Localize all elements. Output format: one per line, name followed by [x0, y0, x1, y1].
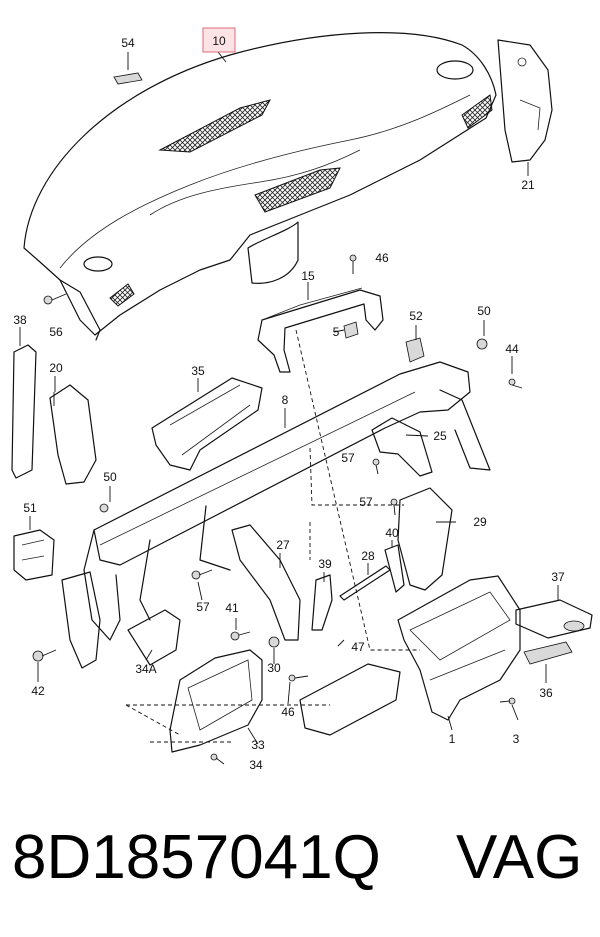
callout-34A: 34A	[135, 662, 156, 676]
dashboard-panel	[23, 32, 497, 341]
brace-25	[371, 417, 433, 477]
callout-30: 30	[267, 661, 281, 675]
callout-5: 5	[333, 325, 340, 339]
callout-36: 36	[539, 686, 553, 700]
rod-28	[339, 565, 391, 601]
callout-41: 41	[225, 601, 239, 615]
callout-52: 52	[409, 309, 423, 323]
air-duct-35	[151, 377, 263, 471]
callout-51: 51	[23, 501, 37, 515]
module-36	[523, 641, 573, 665]
brace-29	[397, 487, 453, 591]
exploded-parts-diagram: 10 54 21 46 15 5 38 56 20 52 50 44 35 8 …	[11, 27, 593, 772]
callout-3: 3	[513, 732, 520, 746]
callout-29: 29	[473, 515, 487, 529]
center-bracket-1	[397, 575, 521, 721]
callout-50-mid: 50	[103, 470, 117, 484]
callout-25: 25	[433, 429, 447, 443]
callout-57-a: 57	[341, 451, 355, 465]
side-cover-21	[497, 39, 553, 163]
callout-46-top: 46	[375, 251, 389, 265]
callout-20: 20	[49, 361, 63, 375]
callout-33: 33	[251, 738, 265, 752]
callout-40: 40	[385, 526, 399, 540]
callout-15: 15	[301, 269, 315, 283]
callout-46-bottom: 46	[281, 705, 295, 719]
callout-27: 27	[276, 538, 290, 552]
storage-bin-33	[169, 649, 263, 753]
callout-44: 44	[505, 342, 519, 356]
callout-47: 47	[351, 640, 365, 654]
callout-35: 35	[191, 364, 205, 378]
footer: 8D1857041Q VAG	[0, 812, 600, 922]
bracket-51	[13, 529, 55, 581]
module-37	[515, 599, 593, 639]
clip-5	[343, 321, 359, 339]
fasteners	[32, 254, 523, 765]
brand-label: VAG	[456, 823, 583, 892]
callout-10: 10	[212, 34, 226, 48]
bracket-27	[231, 524, 301, 641]
callout-54: 54	[121, 36, 135, 50]
callout-57-b: 57	[359, 495, 373, 509]
cross-member-8	[83, 361, 491, 641]
bracket-40	[384, 544, 405, 593]
callout-56: 56	[49, 325, 63, 339]
callout-highlight-box	[202, 27, 236, 53]
trim-strip-38	[11, 344, 37, 479]
bracket-39	[311, 574, 333, 631]
callout-34: 34	[249, 758, 263, 772]
callout-labels: 10 54 21 46 15 5 38 56 20 52 50 44 35 8 …	[13, 34, 565, 772]
part-number: 8D1857041Q	[12, 823, 381, 892]
leader-lines	[19, 51, 559, 745]
callout-8: 8	[282, 393, 289, 407]
callout-1: 1	[449, 732, 456, 746]
bracket-34A	[127, 609, 181, 666]
clip-54	[113, 72, 143, 85]
tray-47	[299, 663, 401, 736]
callout-28: 28	[361, 549, 375, 563]
left-bracket	[61, 571, 101, 669]
callout-42: 42	[31, 684, 45, 698]
cover-20	[49, 384, 97, 485]
callout-21: 21	[521, 178, 535, 192]
bracket-15	[257, 287, 384, 373]
assembly-lines	[125, 329, 420, 743]
callout-37: 37	[551, 570, 565, 584]
callout-57-c: 57	[196, 600, 210, 614]
callout-50-top: 50	[477, 304, 491, 318]
callout-38: 38	[13, 313, 27, 327]
callout-39: 39	[318, 557, 332, 571]
